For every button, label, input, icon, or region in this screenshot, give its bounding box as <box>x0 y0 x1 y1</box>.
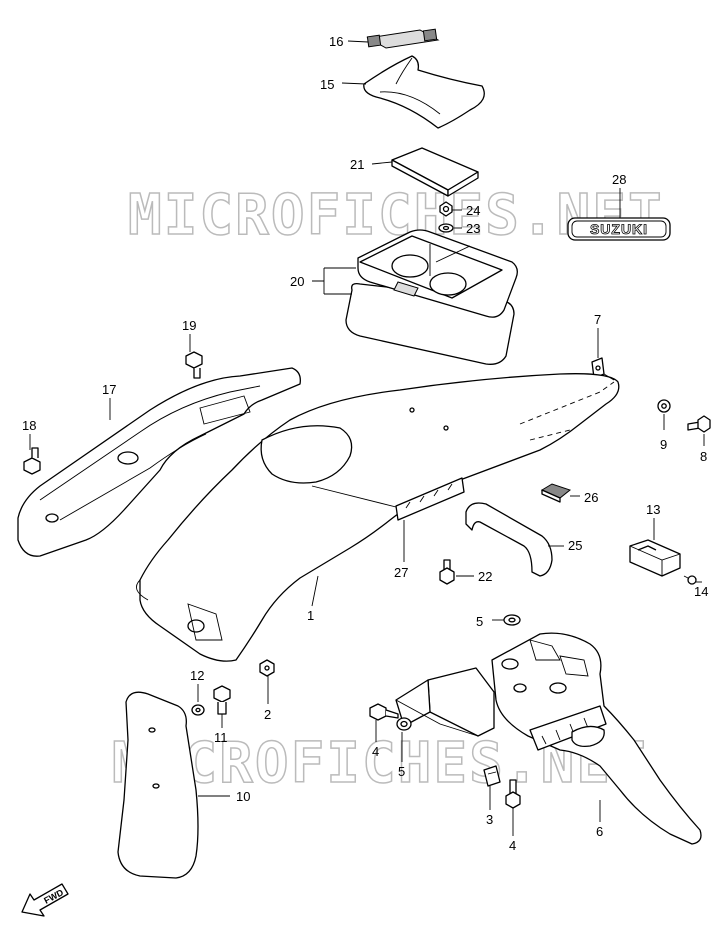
callout-4-bottom: 4 <box>509 838 516 853</box>
part-relay-13[interactable] <box>629 539 681 577</box>
callout-20: 20 <box>290 274 304 289</box>
part-nut-24[interactable] <box>439 201 453 217</box>
callout-25: 25 <box>568 538 582 553</box>
part-washer-9[interactable] <box>657 399 671 413</box>
part-bolt-19[interactable] <box>185 351 203 379</box>
callout-19: 19 <box>182 318 196 333</box>
part-rear-fender-1[interactable] <box>135 373 620 662</box>
part-bolt-4a[interactable] <box>369 703 399 721</box>
callout-2: 2 <box>264 707 271 722</box>
part-rear-fender-lower-6[interactable] <box>395 632 702 845</box>
callout-14: 14 <box>694 584 708 599</box>
part-pad-26[interactable] <box>540 483 572 503</box>
callout-8: 8 <box>700 449 707 464</box>
callout-7: 7 <box>594 312 601 327</box>
callout-27: 27 <box>394 565 408 580</box>
callout-15: 15 <box>320 77 334 92</box>
part-spacer-5a[interactable] <box>503 614 521 626</box>
part-bolt-11[interactable] <box>213 685 231 715</box>
part-bolt-8[interactable] <box>687 415 711 433</box>
callout-3: 3 <box>486 812 493 827</box>
part-bolt-22[interactable] <box>439 559 455 585</box>
callout-16: 16 <box>329 34 343 49</box>
callout-12: 12 <box>190 668 204 683</box>
emblem-text: SUZUKI <box>590 221 648 237</box>
callout-11: 11 <box>214 730 228 745</box>
callout-22: 22 <box>478 569 492 584</box>
part-side-cover-17[interactable] <box>17 367 301 557</box>
callout-6: 6 <box>596 824 603 839</box>
callout-9: 9 <box>660 437 667 452</box>
leader-lines <box>29 40 705 836</box>
part-mud-flap-10[interactable] <box>117 691 199 879</box>
callout-23: 23 <box>466 221 480 236</box>
callout-4-left: 4 <box>372 744 379 759</box>
suzuki-emblem-28[interactable]: SUZUKI <box>567 217 671 241</box>
part-clip-3[interactable] <box>483 765 501 787</box>
callout-10: 10 <box>236 789 250 804</box>
callout-21: 21 <box>350 157 364 172</box>
callout-24: 24 <box>466 203 480 218</box>
callout-26: 26 <box>584 490 598 505</box>
callout-5-top: 5 <box>476 614 483 629</box>
part-bolt-4b[interactable] <box>505 779 521 809</box>
part-nut-2[interactable] <box>259 659 275 677</box>
callout-5-left: 5 <box>398 764 405 779</box>
part-screw-14[interactable] <box>683 575 697 585</box>
part-strap-16[interactable] <box>366 28 440 49</box>
part-washer-23[interactable] <box>438 223 454 233</box>
part-washer-12[interactable] <box>191 704 205 716</box>
part-spacer-5b[interactable] <box>396 717 412 731</box>
part-bolt-18[interactable] <box>23 447 41 475</box>
part-pad-21[interactable] <box>391 147 479 197</box>
callout-18: 18 <box>22 418 36 433</box>
part-grip-25[interactable] <box>465 502 553 577</box>
part-tool-bag-15[interactable] <box>363 55 485 129</box>
callout-labels: 16 15 21 24 23 28 20 19 7 17 18 9 8 26 1… <box>22 34 708 853</box>
part-tool-box-20[interactable] <box>345 229 518 365</box>
callout-28: 28 <box>612 172 626 187</box>
callout-17: 17 <box>102 382 116 397</box>
fwd-arrow-icon: FWD <box>21 883 69 917</box>
callout-1: 1 <box>307 608 314 623</box>
callout-13: 13 <box>646 502 660 517</box>
